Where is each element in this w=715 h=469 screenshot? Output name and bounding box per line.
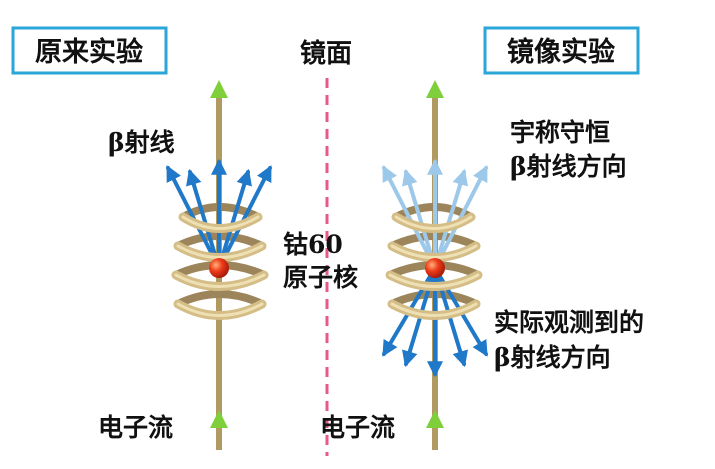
right-bottom-green-arrow-icon	[426, 410, 444, 428]
electron-current-label-right: 电子流	[320, 413, 395, 442]
left-top-green-arrow-icon	[210, 80, 228, 98]
predicted-beta-arrow-icon	[433, 168, 468, 270]
mirror-experiment-box: 镜像实验	[483, 26, 640, 75]
parity-conserved-label-line2: β射线方向	[510, 152, 627, 181]
electron-current-label-left: 电子流	[98, 413, 173, 442]
original-experiment-box: 原来实验	[11, 26, 168, 75]
original-apparatus	[166, 80, 272, 450]
nucleus-label-line2: 原子核	[283, 263, 358, 292]
nucleus-label-line1: 钴60	[283, 230, 343, 259]
beta-arrow-icon	[186, 168, 221, 270]
original-experiment-label: 原来实验	[35, 36, 143, 68]
left-coil-front	[171, 212, 269, 320]
predicted-beta-arrow-icon	[402, 168, 437, 270]
beta-arrow-icon	[217, 168, 252, 270]
predicted-beta-arrow-icon	[382, 165, 437, 270]
observed-direction-label-line1: 实际观测到的	[494, 308, 644, 337]
left-nucleus-icon	[209, 258, 229, 278]
mirror-label: 镜面	[300, 38, 352, 69]
right-top-green-arrow-icon	[426, 80, 444, 98]
right-coil-front	[385, 212, 483, 320]
observed-direction-label-line2: β射线方向	[494, 343, 611, 372]
left-beta-arrows	[166, 158, 272, 270]
beta-rays-label: β射线	[108, 128, 175, 157]
right-nucleus-icon	[425, 258, 445, 278]
left-bottom-green-arrow-icon	[210, 410, 228, 428]
mirror-experiment-label: 镜像实验	[507, 36, 615, 68]
parity-conserved-label-line1: 宇称守恒	[510, 118, 610, 147]
mirror-apparatus	[382, 80, 488, 450]
beta-arrow-icon	[217, 165, 272, 270]
